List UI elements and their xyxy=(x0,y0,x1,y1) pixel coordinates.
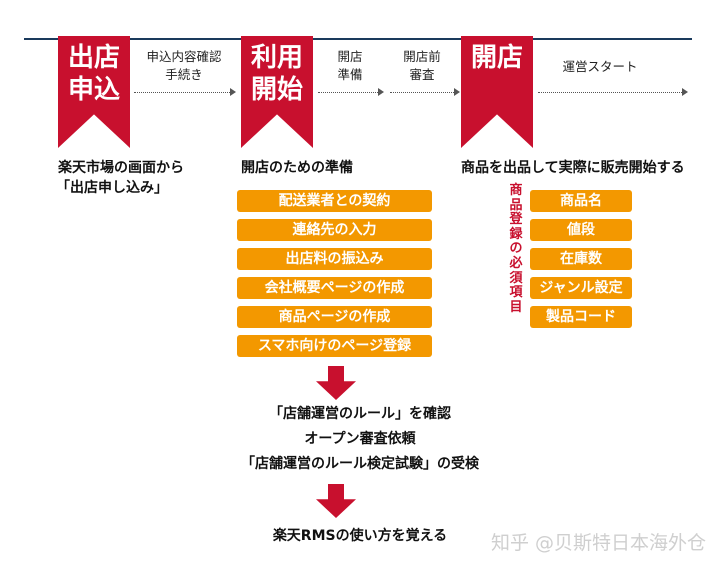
prep-item-fee-payment: 出店料の振込み xyxy=(237,248,432,270)
connector-1 xyxy=(134,92,230,93)
col2-heading: 開店のための準備 xyxy=(241,160,353,176)
connector-4 xyxy=(538,92,682,93)
down-arrow-2 xyxy=(316,484,356,518)
prep-item-smartphone-page: スマホ向けのページ登録 xyxy=(237,335,432,357)
banner-start-use-line1: 利用 xyxy=(250,43,303,73)
required-item-price: 値段 xyxy=(530,219,632,241)
step-review-line1: 開店前 xyxy=(403,49,441,64)
connector-2-arrowhead xyxy=(378,88,384,96)
down-arrow-1 xyxy=(316,366,356,400)
bottom-exam: 「店舗運営のルール検定試験」の受検 xyxy=(241,456,479,472)
prep-item-shipping-contract: 配送業者との契約 xyxy=(237,190,432,212)
banner-application: 出店 申込 xyxy=(58,36,130,148)
watermark-text: 知乎 @贝斯特日本海外仓 xyxy=(490,532,706,554)
required-item-product-name: 商品名 xyxy=(530,190,632,212)
banner-application-line2: 申込 xyxy=(67,75,120,105)
connector-3-arrowhead xyxy=(454,88,460,96)
step-confirm-line2: 手続き xyxy=(165,67,203,82)
connector-3 xyxy=(390,92,454,93)
step-confirm-application: 申込内容確認 手続き xyxy=(132,48,236,84)
banner-open-line1: 開店 xyxy=(470,43,523,73)
connector-4-arrowhead xyxy=(682,88,688,96)
col1-line2: 「出店申し込み」 xyxy=(56,180,168,196)
prep-item-company-page: 会社概要ページの作成 xyxy=(237,277,432,299)
step-confirm-line1: 申込内容確認 xyxy=(146,49,222,64)
required-item-stock: 在庫数 xyxy=(530,248,632,270)
bottom-learn-rms: 楽天RMSの使い方を覚える xyxy=(272,528,448,544)
banner-open: 開店 xyxy=(461,36,533,148)
step-operation-start: 運営スタート xyxy=(562,59,638,74)
step-prep-line2: 準備 xyxy=(337,67,363,82)
banner-start-use-line2: 開始 xyxy=(250,75,303,105)
bottom-review-request: オープン審査依頼 xyxy=(304,431,416,447)
top-rule xyxy=(24,38,692,40)
col1-line1: 楽天市場の画面から xyxy=(58,160,184,176)
step-review-line2: 審査 xyxy=(409,67,435,82)
step-pre-open-review: 開店前 審査 xyxy=(392,48,452,84)
required-item-genre: ジャンル設定 xyxy=(530,277,632,299)
prep-item-contact-input: 連絡先の入力 xyxy=(237,219,432,241)
banner-start-use: 利用 開始 xyxy=(241,36,313,148)
banner-application-line1: 出店 xyxy=(67,43,120,73)
prep-item-product-page: 商品ページの作成 xyxy=(237,306,432,328)
connector-1-arrowhead xyxy=(230,88,236,96)
step-open-preparation: 開店 準備 xyxy=(322,48,378,84)
connector-2 xyxy=(318,92,378,93)
step-prep-line1: 開店 xyxy=(337,49,363,64)
required-item-product-code: 製品コード xyxy=(530,306,632,328)
col3-heading: 商品を出品して実際に販売開始する xyxy=(461,160,685,176)
bottom-rules-check: 「店舗運営のルール」を確認 xyxy=(269,406,451,422)
required-fields-label: 商 品 登 録 の 必 須 項 目 xyxy=(509,183,523,315)
